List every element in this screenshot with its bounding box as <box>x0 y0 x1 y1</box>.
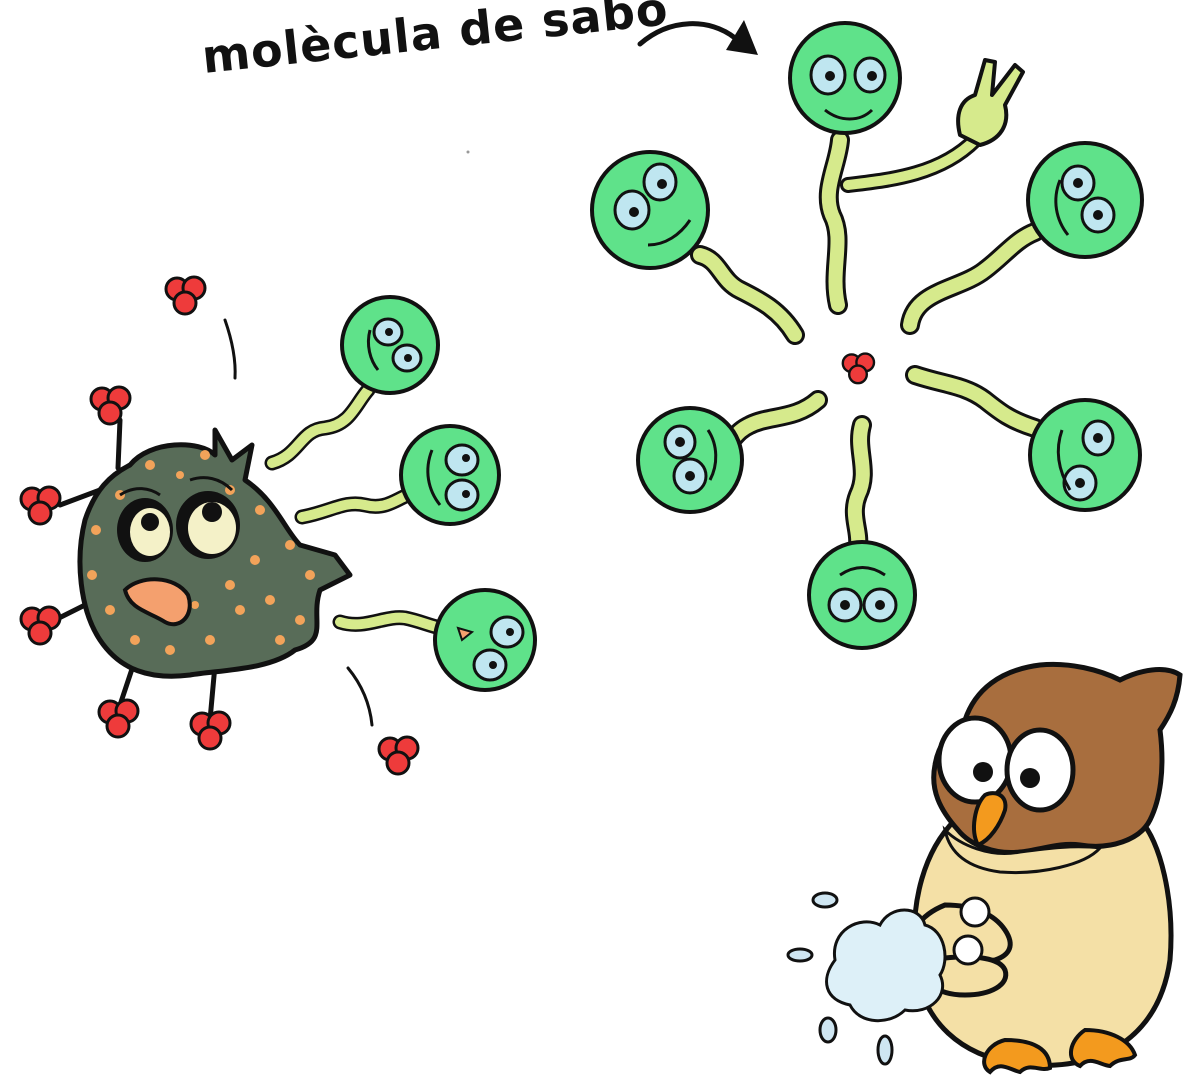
soap-molecule-icon <box>809 425 915 648</box>
owl-washing-hands-icon <box>788 664 1180 1072</box>
soap-molecule-icon <box>592 152 795 335</box>
soap-molecule-icon <box>302 426 499 524</box>
soap-molecule-icon <box>272 297 438 463</box>
soap-molecule-icon <box>915 375 1140 510</box>
soap-molecule-icon <box>340 590 535 690</box>
soap-molecule-icon <box>638 400 818 512</box>
curved-arrow-icon <box>640 20 758 55</box>
